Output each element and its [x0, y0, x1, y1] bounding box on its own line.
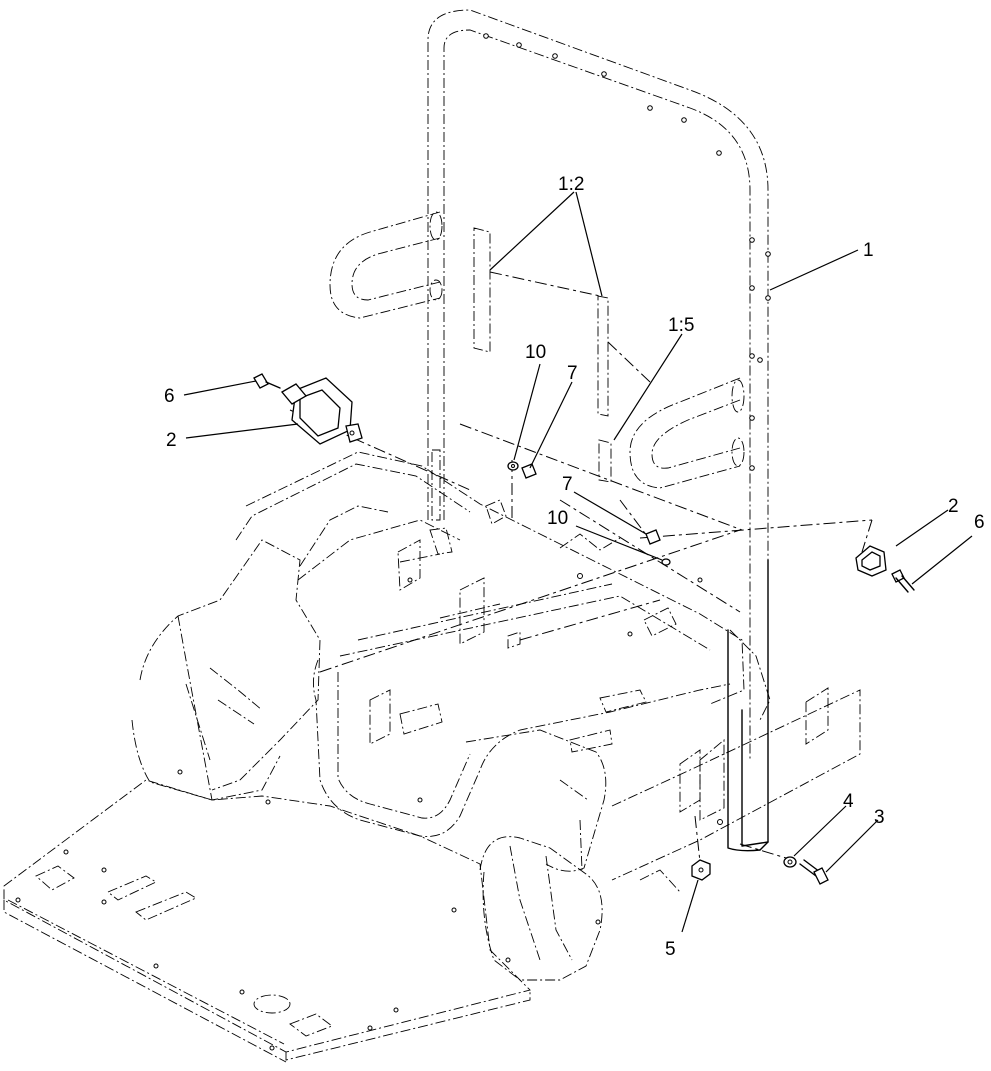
- callout-label-10-upper: 10: [525, 342, 546, 363]
- callout-label-7-lower: 7: [562, 474, 573, 495]
- washer-4: [783, 856, 797, 868]
- callout-label-5: 5: [665, 939, 676, 960]
- callout-10-upper: 10: [513, 342, 546, 461]
- callout-10-lower: 10: [547, 508, 663, 561]
- callout-2-left: 2: [166, 423, 299, 451]
- callout-7-upper: 7: [529, 363, 578, 469]
- frame-holes: [483, 33, 771, 471]
- seat-belt-buckle-left: [281, 377, 363, 445]
- callout-label-6-right: 6: [974, 512, 985, 533]
- nut-5: [691, 859, 711, 881]
- callout-label-10-lower: 10: [547, 508, 568, 529]
- callout-6-left: 6: [164, 380, 257, 407]
- seat-belt-buckle-right: [855, 545, 887, 577]
- bolt-right: [891, 569, 915, 593]
- floor-holes: [15, 769, 601, 1051]
- callout-2-right: 2: [895, 496, 959, 547]
- callout-label-7-upper: 7: [567, 363, 578, 384]
- callout-6-right: 6: [911, 512, 985, 585]
- left-handle: [329, 211, 443, 319]
- callout-label-2-left: 2: [166, 430, 177, 451]
- callout-4: 4: [793, 791, 854, 857]
- seat-pan-structure: [3, 449, 861, 1063]
- callout-1: 1: [769, 240, 874, 291]
- nut-washer-right: [645, 529, 671, 566]
- callout-7-lower: 7: [562, 474, 647, 535]
- callout-1-5: 1:5: [613, 315, 694, 441]
- nut-washer-center: [507, 461, 537, 479]
- callout-1-2: 1:2: [489, 174, 603, 297]
- callout-label-1: 1: [863, 240, 874, 261]
- bolt-3: [799, 859, 829, 885]
- callout-label-2-right: 2: [948, 496, 959, 517]
- callout-3: 3: [825, 807, 885, 873]
- callout-5: 5: [665, 879, 699, 960]
- callout-label-1-2: 1:2: [558, 174, 584, 195]
- callout-label-3: 3: [874, 807, 885, 828]
- roll-bar-frame: [427, 9, 771, 852]
- decals: [473, 227, 612, 483]
- guide-lines: [289, 271, 873, 863]
- bolt-left: [253, 373, 281, 389]
- callout-label-4: 4: [843, 791, 854, 812]
- right-handle: [629, 377, 745, 489]
- callout-label-1-5: 1:5: [668, 315, 694, 336]
- callout-label-6-left: 6: [164, 386, 175, 407]
